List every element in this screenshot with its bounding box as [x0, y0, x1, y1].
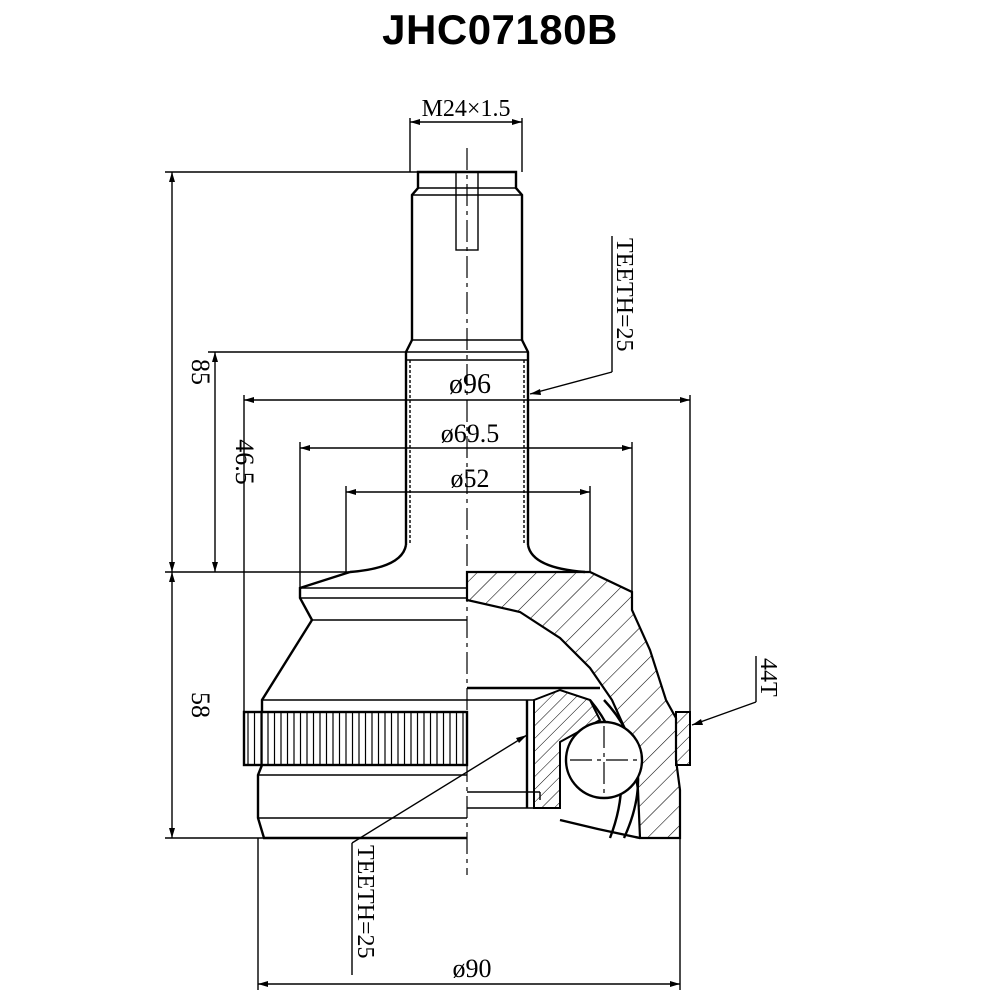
- diameter-52-label: ø52: [451, 464, 490, 493]
- leader-teeth-inner: TEETH=25: [351, 734, 528, 975]
- dim-58: 58: [165, 572, 264, 839]
- dim-dia-69-5: ø69.5: [299, 419, 633, 592]
- thread-spec-label: M24×1.5: [422, 96, 511, 122]
- dim-dia-90: ø90: [257, 838, 681, 990]
- length-58-label: 58: [186, 692, 215, 718]
- abs-ring-section: [675, 711, 691, 766]
- diameter-90-label: ø90: [453, 954, 492, 983]
- ball-bearing: [564, 720, 644, 800]
- dim-46-5: 46.5: [208, 351, 406, 572]
- inner-teeth-label: TEETH=25: [352, 845, 378, 959]
- outer-teeth-label: TEETH=25: [611, 238, 637, 352]
- leader-teeth-outer: TEETH=25: [529, 236, 637, 395]
- leader-abs-teeth: 44T: [691, 656, 781, 726]
- abs-teeth-label: 44T: [755, 658, 781, 697]
- threaded-shaft: [404, 170, 530, 360]
- section-view: [465, 570, 691, 840]
- length-85-label: 85: [186, 359, 215, 385]
- abs-tone-ring: [242, 710, 469, 767]
- dim-thread: M24×1.5: [409, 96, 523, 172]
- dim-85: 85: [165, 171, 418, 573]
- bell-housing: [256, 570, 467, 840]
- splined-stem: [349, 359, 586, 574]
- dim-dia-52: ø52: [345, 464, 591, 572]
- diameter-69-5-label: ø69.5: [441, 419, 500, 448]
- diameter-96-label: ø96: [449, 369, 491, 400]
- dim-dia-96: ø96: [243, 369, 691, 712]
- part-number-title: JHC07180B: [382, 6, 618, 53]
